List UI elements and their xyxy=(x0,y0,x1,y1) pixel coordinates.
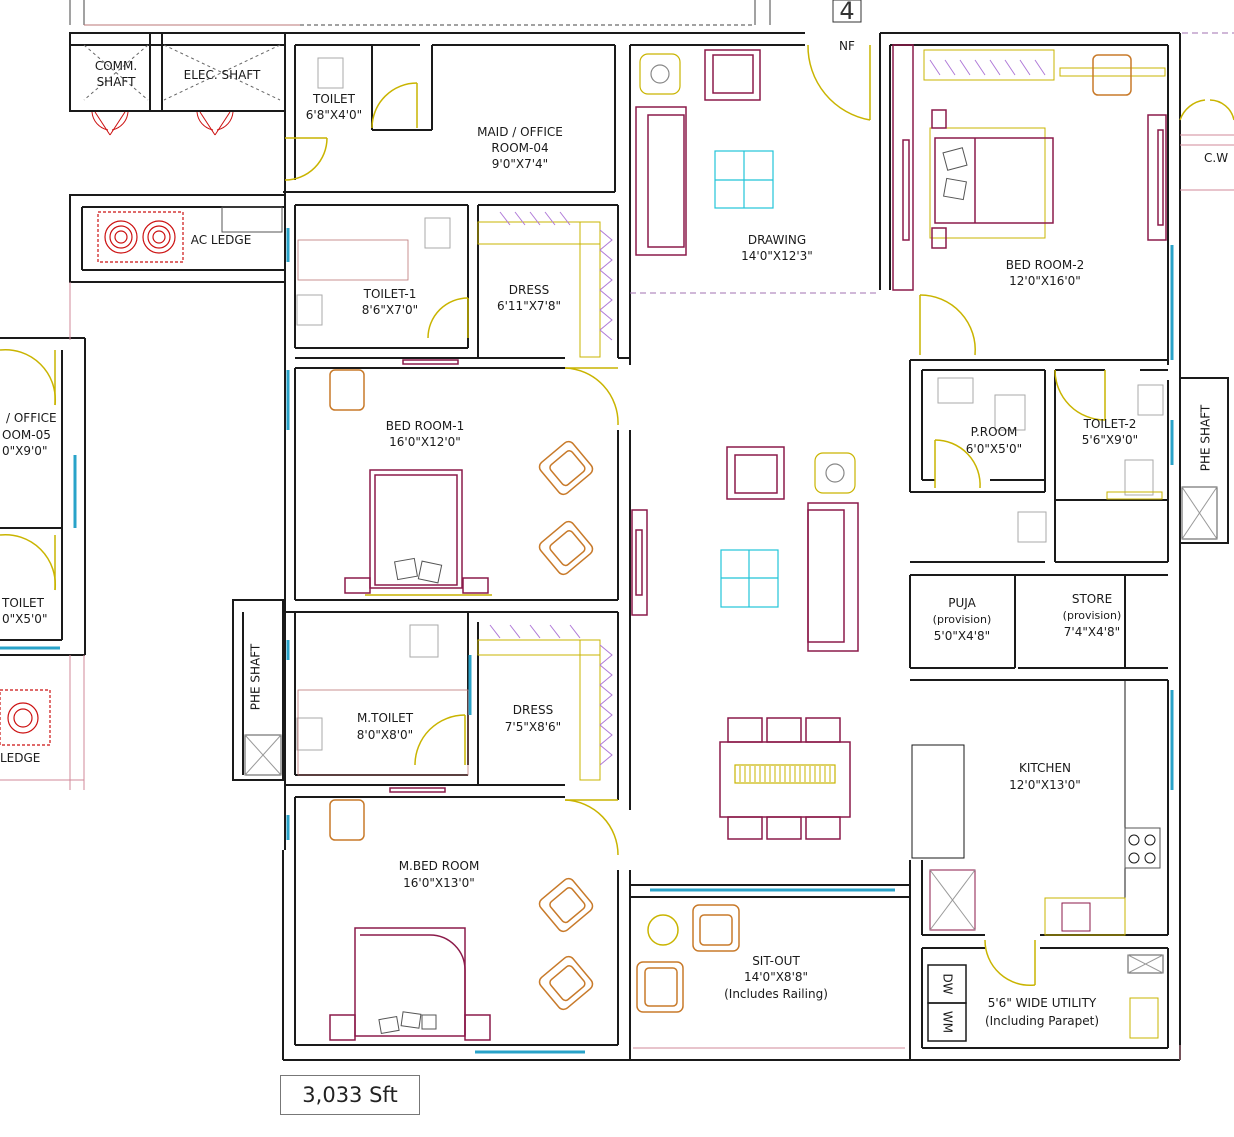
p-room-size: 6'0"X5'0" xyxy=(966,442,1022,456)
toilet-left-size: 0"X5'0" xyxy=(2,612,47,626)
top-marks xyxy=(69,0,862,26)
dashed-lines xyxy=(630,32,1234,294)
dress-1-size: 6'11"X7'8" xyxy=(497,299,561,313)
nf-label: NF xyxy=(839,39,855,53)
toilet-top-label: TOILET xyxy=(312,92,356,106)
kitchen-counters xyxy=(221,206,1218,1039)
wardrobes xyxy=(477,49,1166,781)
sit-out-label: SIT-OUT xyxy=(752,954,800,968)
comm-shaft-label-1: COMM. xyxy=(95,59,137,73)
phe-shaft-left-label: PHE SHAFT xyxy=(249,643,263,710)
dress-2-size: 7'5"X8'6" xyxy=(505,720,561,734)
toilet-1-size: 8'6"X7'0" xyxy=(362,303,418,317)
kitchen-label: KITCHEN xyxy=(1019,761,1071,775)
office-05-label-1: / OFFICE xyxy=(6,411,57,425)
puja-size: 5'0"X4'8" xyxy=(934,629,990,643)
toilet-fixtures xyxy=(296,57,1164,776)
store-note: (provision) xyxy=(1063,609,1122,622)
ac-units xyxy=(0,211,184,746)
maid-office-label-1: MAID / OFFICE xyxy=(477,125,563,139)
sit-out-size: 14'0"X8'8" xyxy=(744,970,808,984)
puja-label: PUJA xyxy=(948,596,976,610)
service-lines xyxy=(0,134,1234,1060)
office-05-label-2: OOM-05 xyxy=(2,428,51,442)
bed-room-1-label: BED ROOM-1 xyxy=(386,419,464,433)
walls xyxy=(0,32,1229,1061)
utility-label: 5'6" WIDE UTILITY xyxy=(988,996,1097,1010)
toilet-left-label: TOILET xyxy=(1,596,45,610)
maid-office-label-2: ROOM-04 xyxy=(491,141,548,155)
bed-room-1-size: 16'0"X12'0" xyxy=(389,435,461,449)
drawing-size: 14'0"X12'3" xyxy=(741,249,813,263)
m-toilet-label: M.TOILET xyxy=(357,711,414,725)
toilet-1-label: TOILET-1 xyxy=(363,287,417,301)
bed-room-2-label: BED ROOM-2 xyxy=(1006,258,1084,272)
m-bed-room-label: M.BED ROOM xyxy=(399,859,480,873)
windows xyxy=(0,228,1174,1054)
phe-shaft-right-label: PHE SHAFT xyxy=(1199,404,1213,471)
sit-out-round-table xyxy=(647,914,679,946)
door-arcs xyxy=(0,44,1234,987)
kitchen-size: 12'0"X13'0" xyxy=(1009,778,1081,792)
dining-runner xyxy=(734,764,836,784)
office-05-size: 0"X9'0" xyxy=(2,444,47,458)
comm-shaft-label-2: SHAFT xyxy=(97,75,137,89)
room-labels: COMM. SHAFT ELEC. SHAFT TOILET 6'8"X4'0"… xyxy=(0,39,1228,1028)
pillows xyxy=(378,147,968,1035)
ledge-left-label: LEDGE xyxy=(0,751,40,765)
ac-ledge-top-label: AC LEDGE xyxy=(191,233,252,247)
utility-note: (Including Parapet) xyxy=(985,1014,1099,1028)
wall-cabinets xyxy=(389,44,1167,793)
glass-tables xyxy=(714,150,779,608)
drawing-label: DRAWING xyxy=(748,233,806,247)
store-label: STORE xyxy=(1072,592,1112,606)
p-room-label: P.ROOM xyxy=(971,425,1018,439)
puja-note: (provision) xyxy=(933,613,992,626)
m-bed-room-size: 16'0"X13'0" xyxy=(403,876,475,890)
toilet-top-size: 6'8"X4'0" xyxy=(306,108,362,122)
compass-number: 4 xyxy=(839,0,854,25)
store-size: 7'4"X4'8" xyxy=(1064,625,1120,639)
toilet-2-label: TOILET-2 xyxy=(1083,417,1137,431)
m-toilet-size: 8'0"X8'0" xyxy=(357,728,413,742)
shaft-doors xyxy=(83,44,281,136)
total-area-label: 3,033 Sft xyxy=(302,1083,398,1107)
beds xyxy=(329,109,1054,1041)
wm-label: WM xyxy=(941,1011,955,1033)
bed-room-2-size: 12'0"X16'0" xyxy=(1009,274,1081,288)
drawing-furniture xyxy=(635,49,859,840)
cw-label: C.W xyxy=(1204,151,1228,165)
dining-runner-stripes xyxy=(739,766,831,782)
appliance-boxes xyxy=(927,964,967,1042)
maid-office-size: 9'0"X7'4" xyxy=(492,157,548,171)
dress-1-label: DRESS xyxy=(509,283,549,297)
toilet-2-size: 5'6"X9'0" xyxy=(1082,433,1138,447)
elec-shaft-label: ELEC. SHAFT xyxy=(184,68,261,82)
armchairs xyxy=(329,54,1132,1013)
dress-2-label: DRESS xyxy=(513,703,553,717)
sit-out-note: (Includes Railing) xyxy=(724,987,828,1001)
total-area-box: 3,033 Sft xyxy=(280,1075,420,1115)
side-tables xyxy=(639,53,856,494)
dw-label: DW xyxy=(941,973,955,994)
